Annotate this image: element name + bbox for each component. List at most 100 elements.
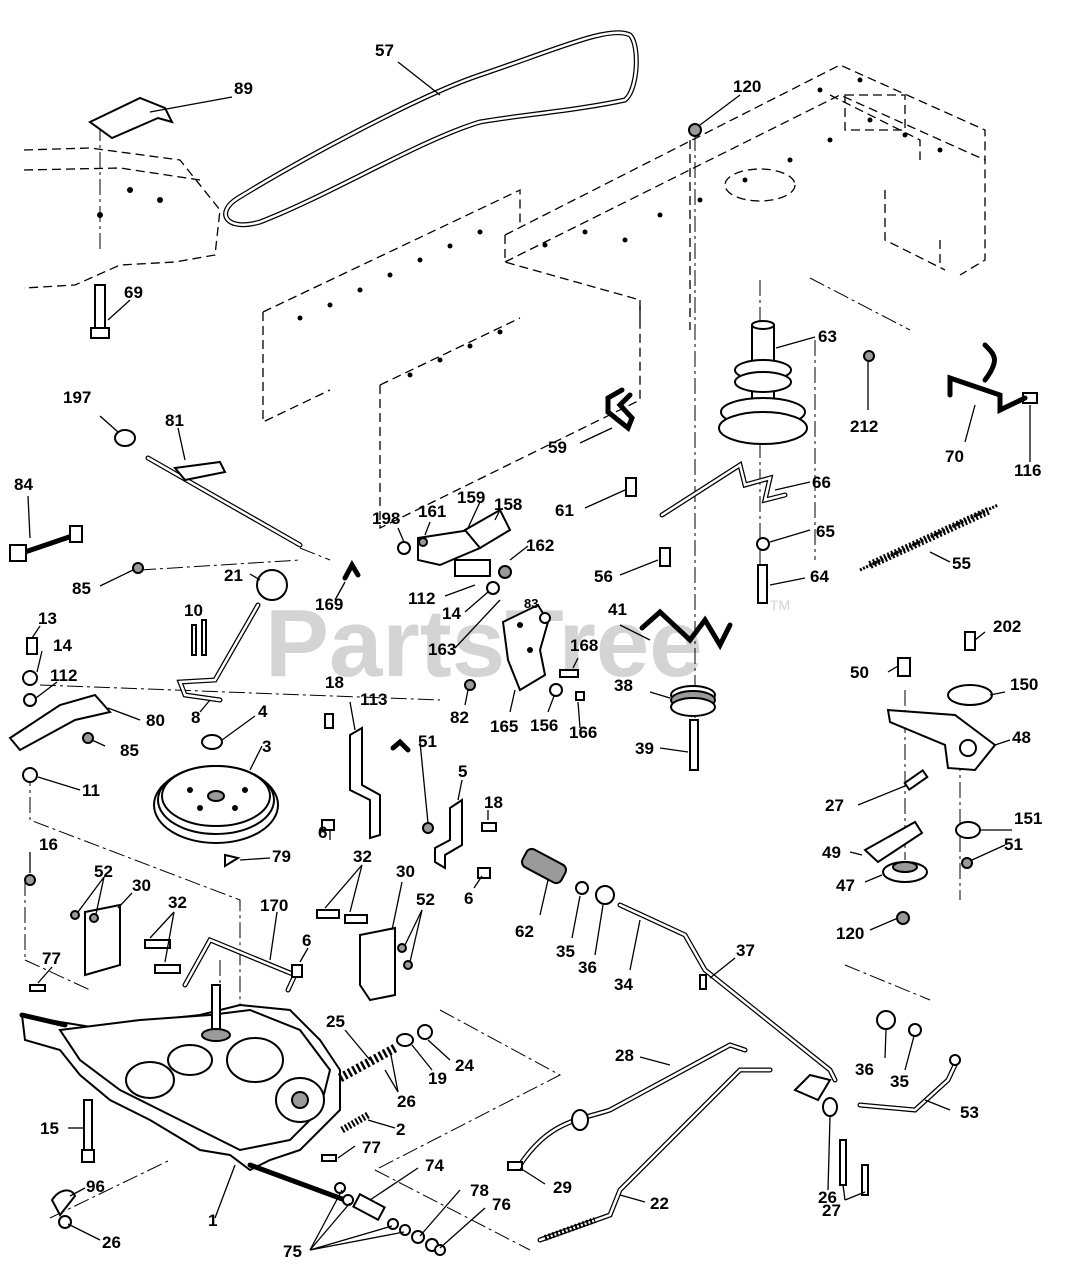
- callout-38: 38: [614, 676, 633, 695]
- callout-63: 63: [818, 327, 837, 346]
- idler-arm-48-hole: [959, 739, 977, 757]
- bolt-61: [625, 477, 637, 497]
- grip-62: [520, 847, 568, 885]
- bushing-197: [114, 429, 136, 447]
- callout-62: 62: [515, 922, 534, 941]
- callout-47: 47: [836, 876, 855, 895]
- callout-11: 11: [82, 781, 100, 800]
- shift-knob-21: [256, 569, 288, 601]
- screw-166: [575, 691, 585, 701]
- spring-2: [340, 1111, 370, 1134]
- callout-59: 59: [548, 438, 567, 457]
- callout-51-center: 51: [418, 732, 437, 751]
- washer-35-upper: [575, 881, 589, 895]
- idler-arm-48: [886, 708, 997, 772]
- trademark-mark: TM: [770, 597, 790, 613]
- bolt-32-d: [344, 914, 368, 924]
- washer-112: [23, 693, 37, 707]
- callout-56: 56: [594, 567, 613, 586]
- callout-8: 8: [191, 708, 200, 727]
- washer-26-right: [822, 1097, 838, 1117]
- shift-lever-8-inner: [178, 603, 260, 702]
- callout-55: 55: [952, 554, 971, 573]
- washer-36-upper: [595, 885, 615, 905]
- bracket-26-right: [793, 1073, 832, 1102]
- bracket-80: [8, 693, 112, 752]
- ferrule-29: [507, 1161, 523, 1171]
- callout-156: 156: [530, 716, 558, 735]
- callout-79: 79: [272, 847, 291, 866]
- callout-4: 4: [258, 702, 268, 721]
- assembly-centerlines: [24, 125, 961, 1251]
- callout-166: 166: [569, 723, 597, 742]
- bracket-165: [501, 603, 551, 692]
- idler-pulley-47: [882, 861, 928, 883]
- callout-1: 1: [208, 1211, 217, 1230]
- callout-65: 65: [816, 522, 835, 541]
- bolt-64: [757, 564, 768, 604]
- bolt-15: [83, 1099, 93, 1156]
- callout-35-center: 35: [556, 942, 575, 961]
- washer-76-b: [434, 1244, 446, 1256]
- washer-82: [464, 679, 476, 691]
- nut-16: [24, 874, 36, 886]
- bolt-56: [659, 547, 671, 567]
- callout-150: 150: [1010, 675, 1038, 694]
- bolt-27-a: [839, 1139, 847, 1186]
- callout-25: 25: [326, 1012, 345, 1031]
- callout-116: 116: [1014, 461, 1041, 480]
- screw-52-b: [89, 913, 99, 923]
- callout-41: 41: [608, 600, 627, 619]
- callout-83: 83: [524, 596, 538, 611]
- callout-5: 5: [458, 762, 467, 781]
- key-79: [224, 853, 241, 868]
- bushing-151: [955, 821, 981, 839]
- callout-112-center: 112: [408, 589, 435, 608]
- shaft-81-inner: [146, 456, 302, 547]
- lever-84-pivot: [69, 525, 83, 543]
- leader-lines: [27, 61, 1031, 1251]
- drive-belt-inner: [224, 31, 638, 226]
- callout-27-lower: 27: [822, 1201, 841, 1220]
- spring-25: [337, 1044, 398, 1082]
- pin-10b: [201, 619, 207, 656]
- bolt-50: [897, 657, 911, 677]
- callout-26-right: 26: [818, 1188, 837, 1207]
- brake-rod-170-inner: [183, 938, 297, 992]
- callout-169: 169: [315, 595, 343, 614]
- callout-6-upper: 6: [318, 823, 327, 842]
- callout-75: 75: [283, 1242, 302, 1261]
- callout-27-upper: 27: [825, 796, 844, 815]
- belt-guide-49: [863, 820, 924, 864]
- washer-65: [756, 537, 770, 551]
- bracket-hook-70: [982, 342, 997, 383]
- callout-165: 165: [490, 717, 518, 736]
- key-77-left: [29, 984, 46, 992]
- callout-66: 66: [812, 473, 831, 492]
- callout-96: 96: [86, 1177, 105, 1196]
- bolt-13: [26, 637, 38, 655]
- pin-37: [699, 974, 707, 990]
- callout-52-right: 52: [416, 890, 435, 909]
- callout-57: 57: [375, 41, 394, 60]
- nut-85-bottom: [82, 732, 94, 744]
- callout-120-top: 120: [733, 77, 761, 96]
- callout-50: 50: [850, 663, 869, 682]
- callout-113: 113: [360, 690, 387, 709]
- callout-170: 170: [260, 896, 288, 915]
- belt-guide-66-inner: [660, 463, 787, 517]
- screw-6-right: [477, 867, 491, 879]
- washer-75-b: [342, 1194, 354, 1206]
- callout-81: 81: [165, 411, 184, 430]
- lever-84: [22, 532, 78, 555]
- belt-keeper-59: [605, 387, 635, 433]
- tractor-frame-phantom: [23, 64, 986, 530]
- callout-70: 70: [945, 447, 964, 466]
- washer-75-d: [399, 1224, 411, 1236]
- nut-120-top: [688, 123, 702, 137]
- clip-169: [342, 559, 361, 581]
- callout-85-bottom: 85: [120, 741, 139, 760]
- bushing-150: [947, 684, 993, 706]
- bracket-wire-70: [947, 374, 1028, 414]
